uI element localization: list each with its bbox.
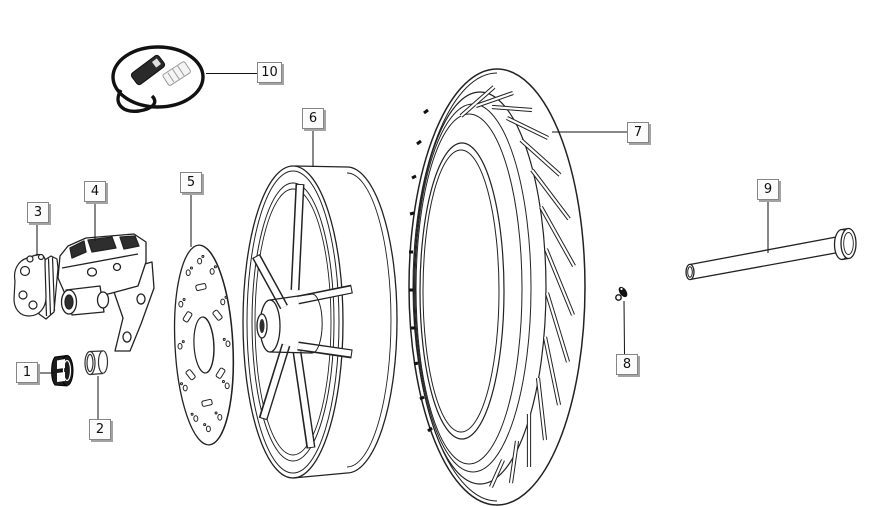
callout-number-6: 6 [308,111,318,126]
callout-box-8[interactable]: 8 [616,354,638,375]
brake-caliper-drawing [57,233,155,352]
callout-number-7: 7 [633,125,643,140]
callout-box-1[interactable]: 1 [16,362,38,383]
callout-number-4: 4 [90,184,100,199]
callout-box-4[interactable]: 4 [84,181,106,202]
callout-box-10[interactable]: 10 [257,62,282,83]
callout-box-7[interactable]: 7 [627,122,649,143]
callout-number-9: 9 [763,182,773,197]
callout-box-9[interactable]: 9 [757,179,779,200]
brake-pads-drawing [13,253,59,320]
spacer-drawing [84,350,109,376]
callout-box-3[interactable]: 3 [27,202,49,223]
axle-shaft-drawing [685,227,857,281]
wheel-rim-drawing [242,165,398,479]
leader-line-8 [623,300,625,355]
callout-number-2: 2 [95,422,105,437]
brake-disc-drawing [173,244,235,446]
callout-number-8: 8 [622,357,632,372]
clip-drawing [615,286,628,301]
callout-box-2[interactable]: 2 [89,419,111,440]
tire-drawing [408,68,586,506]
callout-number-5: 5 [186,175,196,190]
callout-box-6[interactable]: 6 [302,108,324,129]
callout-number-3: 3 [33,205,43,220]
callout-number-1: 1 [22,365,32,380]
callout-box-5[interactable]: 5 [180,172,202,193]
callout-number-10: 10 [261,65,278,80]
axle-nut-drawing [51,354,74,387]
sensor-cable-drawing [111,45,205,113]
leader-lines [36,73,769,419]
